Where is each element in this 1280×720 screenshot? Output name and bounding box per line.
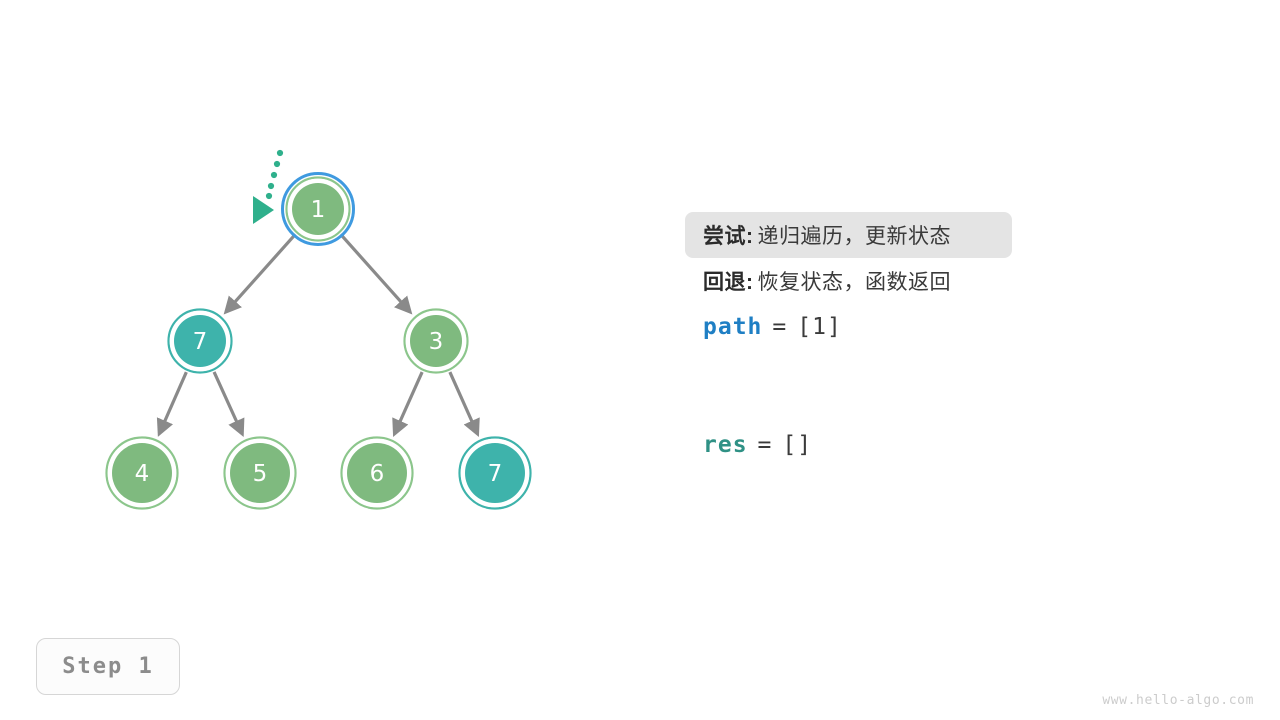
- tree-node: 7: [458, 436, 532, 510]
- pointer-dot: [270, 171, 278, 179]
- tree-edges: [156, 233, 480, 438]
- path-equals: =: [772, 314, 788, 340]
- info-row-try: 尝试: 递归遍历，更新状态: [685, 212, 1012, 258]
- res-variable-name: res: [703, 432, 748, 458]
- retreat-keyword: 回退:: [703, 271, 754, 294]
- site-watermark: www.hello-algo.com: [1102, 693, 1254, 708]
- traversal-pointer-icon: [253, 149, 284, 224]
- pointer-dot: [276, 149, 284, 157]
- panel-spacer: [685, 350, 1165, 422]
- tree-node: 1: [281, 172, 355, 246]
- tree-node: 7: [167, 308, 233, 374]
- state-info-panel: 尝试: 递归遍历，更新状态 回退: 恢复状态，函数返回 path = [1] r…: [685, 212, 1165, 468]
- tree-edge: [223, 233, 297, 315]
- try-text: 递归遍历，更新状态: [757, 225, 951, 248]
- tree-node-label: 6: [370, 461, 385, 487]
- pointer-dot: [267, 182, 275, 190]
- info-row-path: path = [1]: [685, 304, 1165, 350]
- pointer-dot: [273, 160, 281, 168]
- tree-node: 3: [403, 308, 469, 374]
- tree-node-label: 7: [488, 461, 503, 487]
- tree-edge: [339, 233, 413, 315]
- tree-node-label: 1: [311, 197, 326, 223]
- path-variable-name: path: [703, 314, 763, 340]
- retreat-text: 恢复状态，函数返回: [757, 271, 951, 294]
- tree-edge: [448, 371, 480, 437]
- tree-node-label: 4: [135, 461, 150, 487]
- tree-edge: [392, 371, 424, 437]
- step-badge: Step 1: [36, 638, 180, 695]
- tree-edge: [156, 371, 188, 437]
- tree-node-label: 3: [429, 329, 444, 355]
- tree-nodes: 1 7 3 4 5 6 7: [105, 172, 532, 510]
- res-value: []: [782, 432, 813, 458]
- try-keyword: 尝试:: [703, 225, 754, 248]
- pointer-dot: [265, 192, 273, 200]
- tree-node: 5: [223, 436, 297, 510]
- tree-node-label: 7: [193, 329, 208, 355]
- tree-node: 4: [105, 436, 179, 510]
- pointer-arrowhead-icon: [253, 196, 274, 224]
- tree-edge: [212, 371, 245, 438]
- tree-node-label: 5: [253, 461, 268, 487]
- res-equals: =: [757, 432, 773, 458]
- tree-node: 6: [340, 436, 414, 510]
- info-row-retreat: 回退: 恢复状态，函数返回: [685, 258, 1165, 304]
- path-value: [1]: [797, 314, 842, 340]
- info-row-res: res = []: [685, 422, 1165, 468]
